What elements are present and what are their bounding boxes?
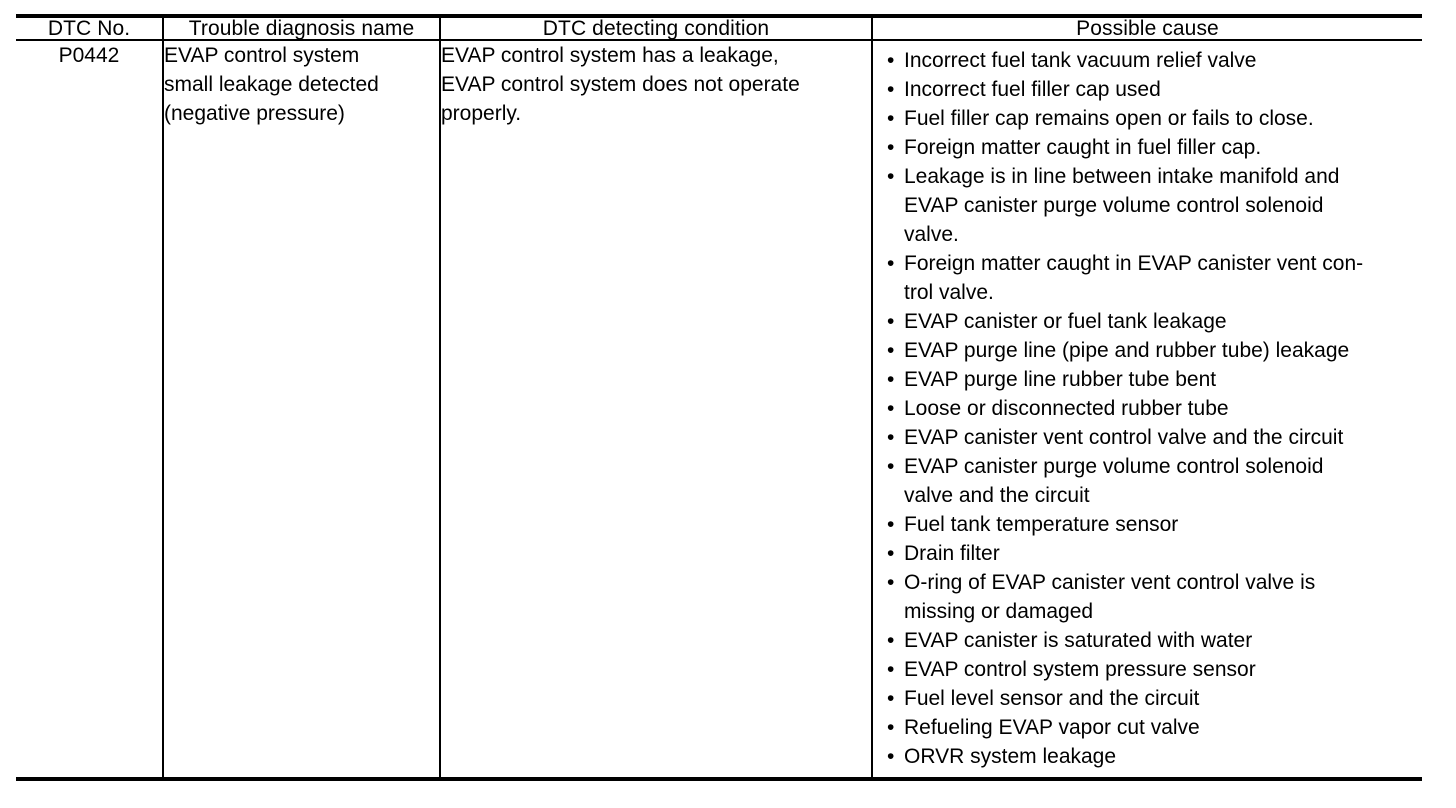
- bullet-icon: •: [887, 629, 895, 652]
- list-item-line: valve and the circuit: [904, 484, 1090, 507]
- list-item: • Fuel level sensor and the circuit: [873, 684, 1422, 713]
- list-item: • Loose or disconnected rubber tube: [873, 394, 1422, 423]
- cell-possible-cause: • Incorrect fuel tank vacuum relief valve…: [872, 40, 1422, 781]
- list-item: • Drain filter: [873, 539, 1422, 568]
- text-line: EVAP control system: [164, 44, 360, 67]
- list-item-line: Refueling EVAP vapor cut valve: [904, 716, 1200, 739]
- list-item-line: Foreign matter caught in fuel filler cap…: [904, 136, 1262, 159]
- list-item-line: EVAP canister vent control valve and the…: [904, 426, 1344, 449]
- bullet-icon: •: [887, 165, 895, 188]
- trouble-diagnosis-name-text: EVAP control system small leakage detecte…: [164, 41, 439, 128]
- cell-dtc-no: P0442: [16, 40, 163, 781]
- text-line: properly.: [441, 102, 522, 125]
- bullet-icon: •: [887, 339, 895, 362]
- list-item: • ORVR system leakage: [873, 742, 1422, 771]
- text-line: small leakage detected: [164, 73, 379, 96]
- list-item-line: EVAP control system pressure sensor: [904, 658, 1256, 681]
- list-item-line: Incorrect fuel filler cap used: [904, 78, 1161, 101]
- list-item: • EVAP canister is saturated with water: [873, 626, 1422, 655]
- bullet-icon: •: [887, 310, 895, 333]
- list-item-line: trol valve.: [904, 281, 994, 304]
- bullet-icon: •: [887, 571, 895, 594]
- list-item: • Incorrect fuel tank vacuum relief valve: [873, 46, 1422, 75]
- list-item-line: EVAP purge line rubber tube bent: [904, 368, 1217, 391]
- dtc-table: DTC No. Trouble diagnosis name DTC detec…: [16, 14, 1422, 781]
- cell-trouble-diagnosis-name: EVAP control system small leakage detecte…: [163, 40, 440, 781]
- list-item-line: Fuel level sensor and the circuit: [904, 687, 1200, 710]
- bullet-icon: •: [887, 426, 895, 449]
- list-item-line: EVAP canister or fuel tank leakage: [904, 310, 1227, 333]
- list-item: • EVAP canister vent control valve and th…: [873, 423, 1422, 452]
- list-item-line: EVAP canister purge volume control solen…: [904, 455, 1324, 478]
- list-item-line: Leakage is in line between intake manifo…: [904, 165, 1340, 188]
- column-header-trouble-diagnosis-name: Trouble diagnosis name: [163, 14, 440, 41]
- bullet-icon: •: [887, 455, 895, 478]
- table-body: P0442 EVAP control system small leakage d…: [16, 40, 1422, 781]
- table-row: P0442 EVAP control system small leakage d…: [16, 40, 1422, 781]
- bullet-icon: •: [887, 745, 895, 768]
- list-item-line: Fuel filler cap remains open or fails to…: [904, 107, 1314, 130]
- list-item: • EVAP purge line rubber tube bent: [873, 365, 1422, 394]
- bullet-icon: •: [887, 78, 895, 101]
- list-item: • Leakage is in line between intake manif…: [873, 162, 1422, 249]
- list-item: • EVAP control system pressure sensor: [873, 655, 1422, 684]
- possible-cause-list: • Incorrect fuel tank vacuum relief valve…: [873, 41, 1422, 777]
- column-header-possible-cause: Possible cause: [872, 14, 1422, 41]
- list-item: • EVAP purge line (pipe and rubber tube) …: [873, 336, 1422, 365]
- list-item-line: EVAP purge line (pipe and rubber tube) l…: [904, 339, 1350, 362]
- bullet-icon: •: [887, 107, 895, 130]
- cell-dtc-detecting-condition: EVAP control system has a leakage, EVAP c…: [440, 40, 872, 781]
- bullet-icon: •: [887, 397, 895, 420]
- list-item: • EVAP canister purge volume control sole…: [873, 452, 1422, 510]
- list-item: • Refueling EVAP vapor cut valve: [873, 713, 1422, 742]
- bullet-icon: •: [887, 136, 895, 159]
- bullet-icon: •: [887, 542, 895, 565]
- list-item: • EVAP canister or fuel tank leakage: [873, 307, 1422, 336]
- text-line: EVAP control system has a leakage,: [441, 44, 779, 67]
- list-item-line: missing or damaged: [904, 600, 1094, 623]
- list-item-line: Loose or disconnected rubber tube: [904, 397, 1229, 420]
- bullet-icon: •: [887, 687, 895, 710]
- table-header-row: DTC No. Trouble diagnosis name DTC detec…: [16, 14, 1422, 41]
- list-item-line: valve.: [904, 223, 959, 246]
- list-item: • Fuel tank temperature sensor: [873, 510, 1422, 539]
- bullet-icon: •: [887, 49, 895, 72]
- bullet-icon: •: [887, 716, 895, 739]
- list-item: • Foreign matter caught in fuel filler ca…: [873, 133, 1422, 162]
- list-item: • Fuel filler cap remains open or fails t…: [873, 104, 1422, 133]
- list-item-line: Foreign matter caught in EVAP canister v…: [904, 252, 1364, 275]
- list-item: • O-ring of EVAP canister vent control va…: [873, 568, 1422, 626]
- text-line: (negative pressure): [164, 102, 345, 125]
- bullet-icon: •: [887, 252, 895, 275]
- text-line: EVAP control system does not operate: [441, 73, 800, 96]
- list-item-line: Fuel tank temperature sensor: [904, 513, 1179, 536]
- list-item: • Foreign matter caught in EVAP canister …: [873, 249, 1422, 307]
- bullet-icon: •: [887, 368, 895, 391]
- list-item: • Incorrect fuel filler cap used: [873, 75, 1422, 104]
- list-item-line: EVAP canister purge volume control solen…: [904, 194, 1324, 217]
- table-header: DTC No. Trouble diagnosis name DTC detec…: [16, 14, 1422, 41]
- column-header-dtc-no: DTC No.: [16, 14, 163, 41]
- list-item-line: Drain filter: [904, 542, 1000, 565]
- list-item-line: Incorrect fuel tank vacuum relief valve: [904, 49, 1257, 72]
- bullet-icon: •: [887, 658, 895, 681]
- dtc-detecting-condition-text: EVAP control system has a leakage, EVAP c…: [441, 41, 871, 128]
- column-header-dtc-detecting-condition: DTC detecting condition: [440, 14, 872, 41]
- list-item-line: ORVR system leakage: [904, 745, 1117, 768]
- bullet-icon: •: [887, 513, 895, 536]
- list-item-line: EVAP canister is saturated with water: [904, 629, 1253, 652]
- list-item-line: O-ring of EVAP canister vent control val…: [904, 571, 1316, 594]
